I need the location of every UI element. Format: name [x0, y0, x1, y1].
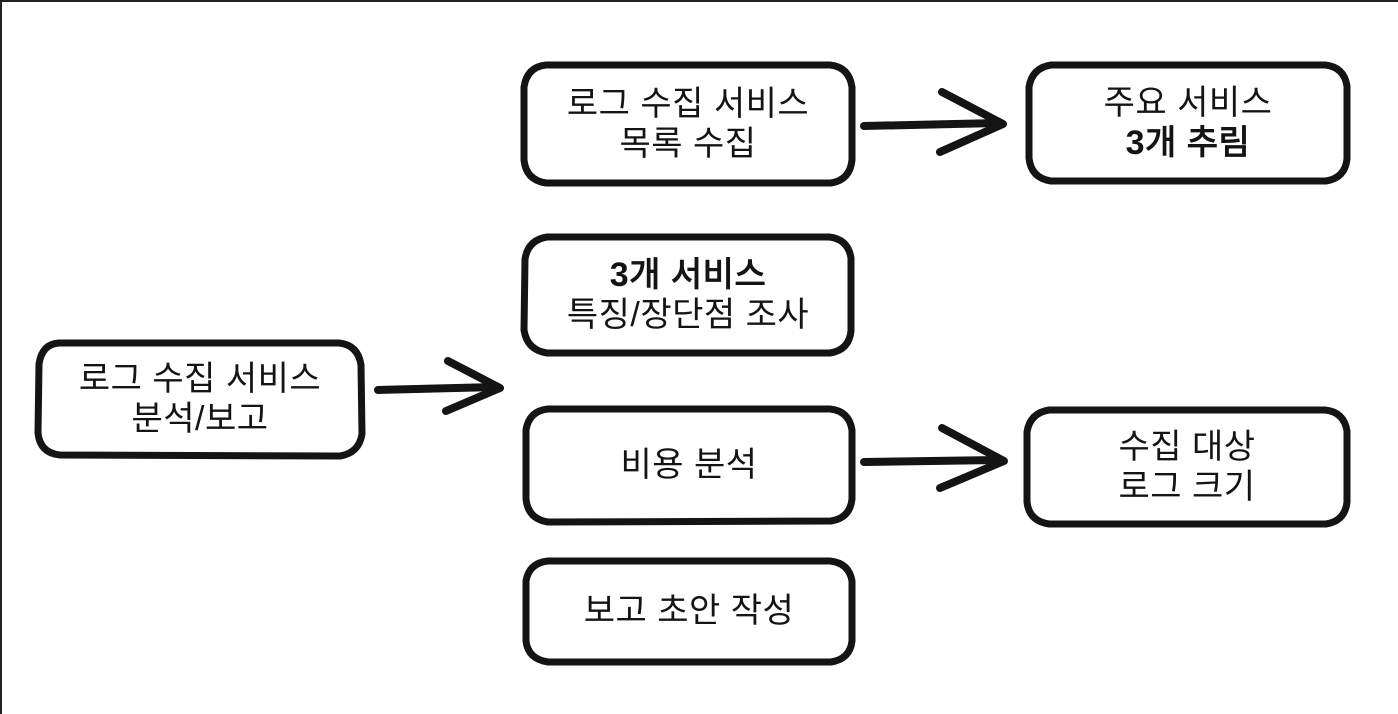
- node-survey-line-2: 특징/장단점 조사: [566, 296, 810, 334]
- node-collect-text: 로그 수집 서비스 목록 수집: [553, 84, 823, 164]
- node-report-draft[interactable]: 보고 초안 작성: [521, 556, 857, 666]
- node-top3-line-1: 주요 서비스: [1103, 83, 1273, 122]
- node-target-log-size[interactable]: 수집 대상 로그 크기: [1022, 405, 1352, 529]
- node-top3-text: 주요 서비스 3개 추림: [1090, 83, 1287, 163]
- node-root-text: 로그 수집 서비스 분석/보고: [65, 359, 335, 439]
- arrow-collect-to-top3-icon: [860, 88, 1007, 156]
- node-cost-line-1: 비용 분석: [620, 445, 758, 484]
- node-survey-three-services[interactable]: 3개 서비스 특징/장단점 조사: [519, 232, 857, 358]
- node-collect-service-list[interactable]: 로그 수집 서비스 목록 수집: [519, 60, 857, 188]
- arrow-root-to-branches-icon: [374, 357, 504, 415]
- node-cost-analysis[interactable]: 비용 분석: [521, 404, 857, 526]
- node-collect-line-2: 목록 수집: [619, 125, 757, 163]
- node-survey-text: 3개 서비스 특징/장단점 조사: [553, 255, 823, 335]
- node-logsize-line-1: 수집 대상: [1118, 427, 1256, 466]
- node-root-task[interactable]: 로그 수집 서비스 분석/보고: [34, 338, 366, 460]
- node-draft-line-1: 보고 초안 작성: [583, 591, 795, 630]
- node-logsize-line-2: 로그 크기: [1118, 468, 1256, 506]
- node-survey-line-1: 3개 서비스: [609, 255, 767, 294]
- node-pick-top-three[interactable]: 주요 서비스 3개 추림: [1024, 60, 1352, 186]
- arrow-cost-to-logsize-icon: [860, 424, 1008, 492]
- node-cost-text: 비용 분석: [606, 445, 771, 485]
- frame-left-edge: [0, 0, 2, 714]
- node-root-line-2: 분석/보고: [131, 400, 269, 438]
- frame-top-edge: [0, 0, 1398, 2]
- node-collect-line-1: 로그 수집 서비스: [566, 84, 810, 123]
- node-top3-line-2: 3개 추림: [1125, 124, 1251, 162]
- node-draft-text: 보고 초안 작성: [570, 591, 809, 631]
- node-logsize-text: 수집 대상 로그 크기: [1104, 427, 1269, 507]
- node-root-line-1: 로그 수집 서비스: [78, 359, 322, 398]
